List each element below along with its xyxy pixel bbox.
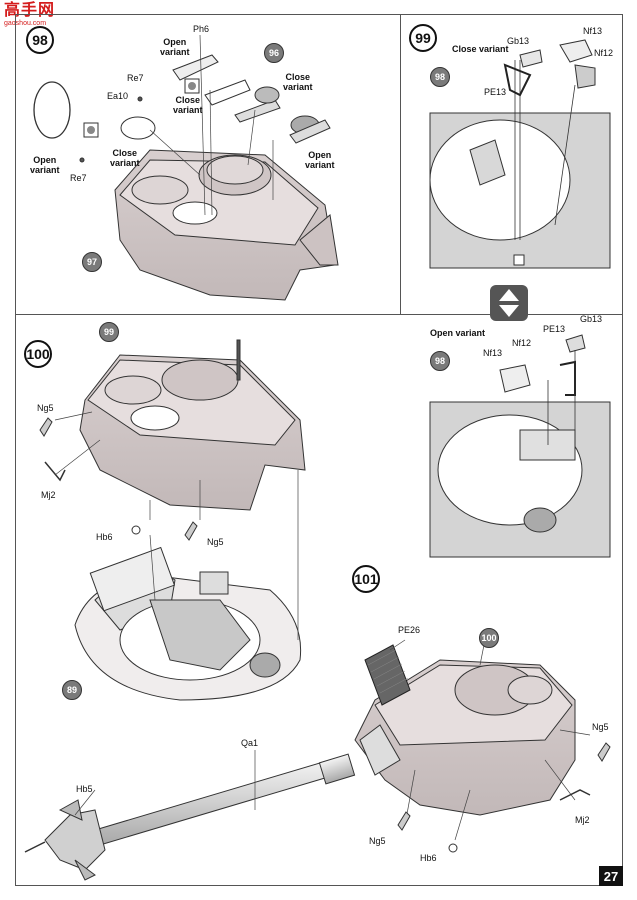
variant-icons-98 <box>83 78 200 138</box>
small-parts-100 <box>39 417 198 541</box>
ref-part-89: 89 <box>62 680 82 700</box>
step-number-99: 99 <box>409 24 437 52</box>
label-nf12-open: Nf12 <box>512 338 532 348</box>
hull-part-89 <box>74 546 302 701</box>
label-close-variant-96: Close variant <box>283 72 313 92</box>
label-open-variant-99: Open variant <box>430 328 486 338</box>
step-number-98: 98 <box>26 26 54 54</box>
label-hb5: Hb5 <box>76 784 93 794</box>
small-parts-101 <box>397 742 611 853</box>
ref-part-99: 99 <box>99 322 119 342</box>
divider-vertical-top <box>400 14 401 314</box>
label-ng5-d: Ng5 <box>369 836 386 846</box>
label-nf13-close: Nf13 <box>583 26 603 36</box>
page-number: 27 <box>599 866 623 886</box>
step-number-100: 100 <box>24 340 52 368</box>
turret-step-98 <box>114 149 339 301</box>
label-ea10: Ea10 <box>107 91 129 101</box>
label-ng5-a: Ng5 <box>37 403 54 413</box>
label-qa1: Qa1 <box>241 738 259 748</box>
label-ph6: Ph6 <box>193 24 210 34</box>
gun-barrel-qa1 <box>94 753 356 846</box>
step-number-101: 101 <box>352 565 380 593</box>
label-open-variant-left: Open variant <box>30 155 60 175</box>
divider-horizontal-middle <box>15 314 623 315</box>
label-open-variant-96: Open variant <box>305 150 335 170</box>
label-pe26: PE26 <box>398 625 421 635</box>
label-hb6-a: Hb6 <box>96 532 113 542</box>
label-pe13-close: PE13 <box>484 87 507 97</box>
label-mj2-a: Mj2 <box>41 490 56 500</box>
turret-step-101 <box>354 659 576 816</box>
label-gb13-open: Gb13 <box>580 314 603 324</box>
label-nf13-open: Nf13 <box>483 348 503 358</box>
label-nf12-close: Nf12 <box>594 48 614 58</box>
label-pe13-open: PE13 <box>543 324 566 334</box>
turret-step-100 <box>79 339 306 511</box>
label-re7-top: Re7 <box>127 73 144 83</box>
label-re7-bottom: Re7 <box>70 173 87 183</box>
label-close-variant-99: Close variant <box>452 44 509 54</box>
detail-box-99-open <box>429 334 611 558</box>
label-close-variant-a: Close variant <box>173 95 203 115</box>
watermark-url: gaoshou.com <box>4 20 47 27</box>
grille-pe26 <box>364 644 411 706</box>
ref-part-100: 100 <box>479 628 499 648</box>
label-ng5-c: Ng5 <box>592 722 609 732</box>
label-open-variant-ph6: Open variant <box>160 37 190 57</box>
ref-part-98-close: 98 <box>430 67 450 87</box>
label-close-variant-b: Close variant <box>110 148 140 168</box>
label-ng5-b: Ng5 <box>207 537 224 547</box>
leader-lines-98 <box>149 34 274 216</box>
label-mj2-b: Mj2 <box>575 815 590 825</box>
page-frame <box>15 14 623 886</box>
ref-part-97: 97 <box>82 252 102 272</box>
ref-part-98-open: 98 <box>430 351 450 371</box>
swap-arrow-icon <box>490 285 528 321</box>
muzzle-brake-hb5 <box>24 799 106 881</box>
leader-lines-100 <box>54 411 299 640</box>
hatch-parts-98 <box>33 54 331 163</box>
detail-box-99-close <box>429 39 611 269</box>
label-gb13-close: Gb13 <box>507 36 530 46</box>
label-hb6-b: Hb6 <box>420 853 437 863</box>
ref-part-96: 96 <box>264 43 284 63</box>
